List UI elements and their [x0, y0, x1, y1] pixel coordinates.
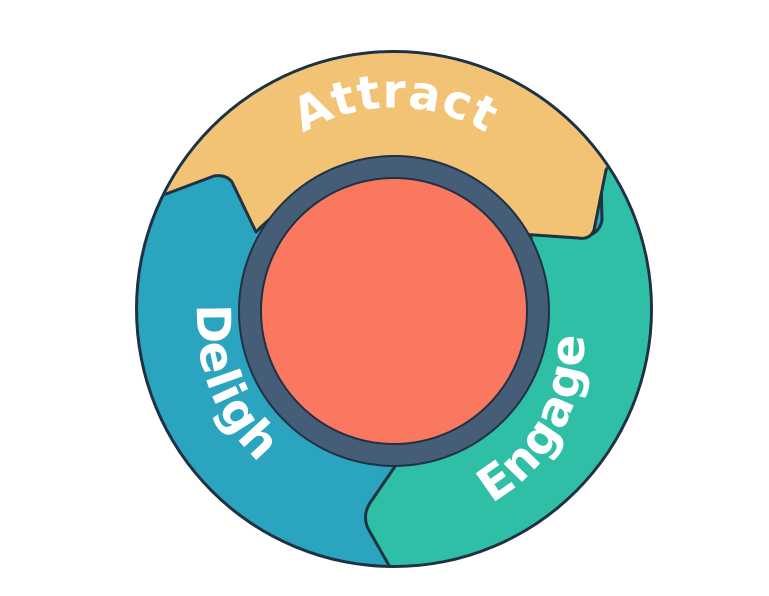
center-hub: [260, 177, 528, 445]
